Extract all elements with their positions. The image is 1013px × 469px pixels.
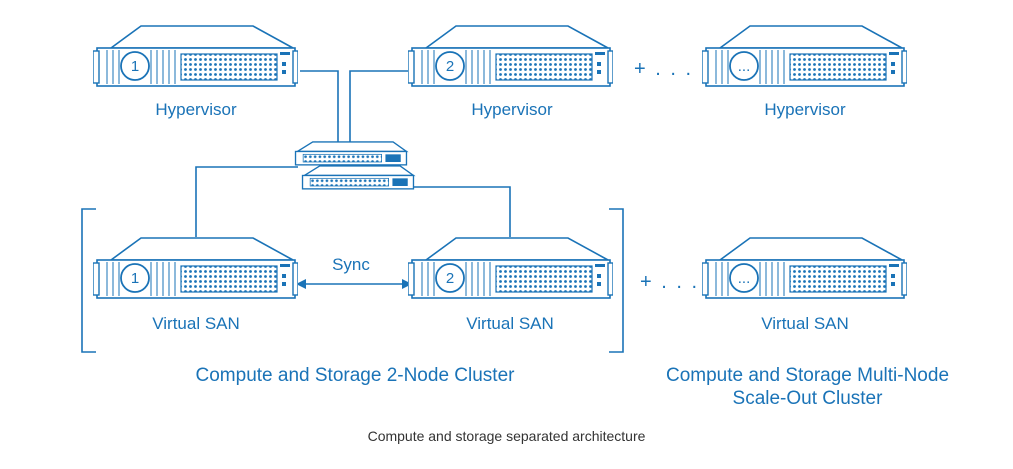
hypervisor-n-label: Hypervisor — [764, 100, 846, 119]
server-hypervisor-n: ... — [702, 25, 907, 87]
server-virtual-san-n: ... — [702, 237, 907, 299]
server-hypervisor-1: 1 — [93, 25, 298, 87]
server-number-badge: 2 — [446, 270, 454, 287]
link-hypervisor2-switch — [349, 70, 414, 146]
plus-more-hypervisors: + . . . — [634, 58, 694, 80]
sync-arrow-left — [296, 279, 306, 289]
hypervisor-1-label: Hypervisor — [155, 100, 237, 119]
link-switch-san1 — [195, 166, 298, 237]
server-number-badge: 2 — [446, 58, 454, 75]
server-number-badge: ... — [738, 58, 751, 75]
hypervisor-2-label: Hypervisor — [471, 100, 553, 119]
link-hypervisor1-switch — [300, 70, 339, 146]
link-switch-san2 — [410, 186, 511, 237]
server-virtual-san-1: 1 — [93, 237, 298, 299]
server-virtual-san-2: 2 — [408, 237, 613, 299]
network-switch-top — [294, 141, 408, 166]
multi-node-cluster-title-line1: Compute and Storage Multi-Node — [665, 365, 950, 386]
two-node-cluster-title: Compute and Storage 2-Node Cluster — [195, 365, 515, 386]
sync-arrow-right — [402, 279, 412, 289]
server-number-badge: ... — [738, 270, 751, 287]
network-switch-bottom — [301, 165, 415, 190]
virtual-san-1-label: Virtual SAN — [152, 314, 240, 333]
virtual-san-2-label: Virtual SAN — [466, 314, 554, 333]
sync-label: Sync — [332, 255, 370, 274]
server-number-badge: 1 — [131, 270, 139, 287]
server-hypervisor-2: 2 — [408, 25, 613, 87]
virtual-san-n-label: Virtual SAN — [761, 314, 849, 333]
multi-node-cluster-title: Compute and Storage Multi-Node Scale-Out… — [640, 364, 975, 410]
bracket-left — [81, 208, 96, 353]
plus-more-san-nodes: + . . . — [640, 271, 700, 293]
connection-lines — [195, 70, 511, 285]
server-number-badge: 1 — [131, 58, 139, 75]
bracket-right — [609, 208, 624, 353]
figure-caption: Compute and storage separated architectu… — [367, 428, 646, 444]
multi-node-cluster-title-line2: Scale-Out Cluster — [732, 388, 883, 409]
